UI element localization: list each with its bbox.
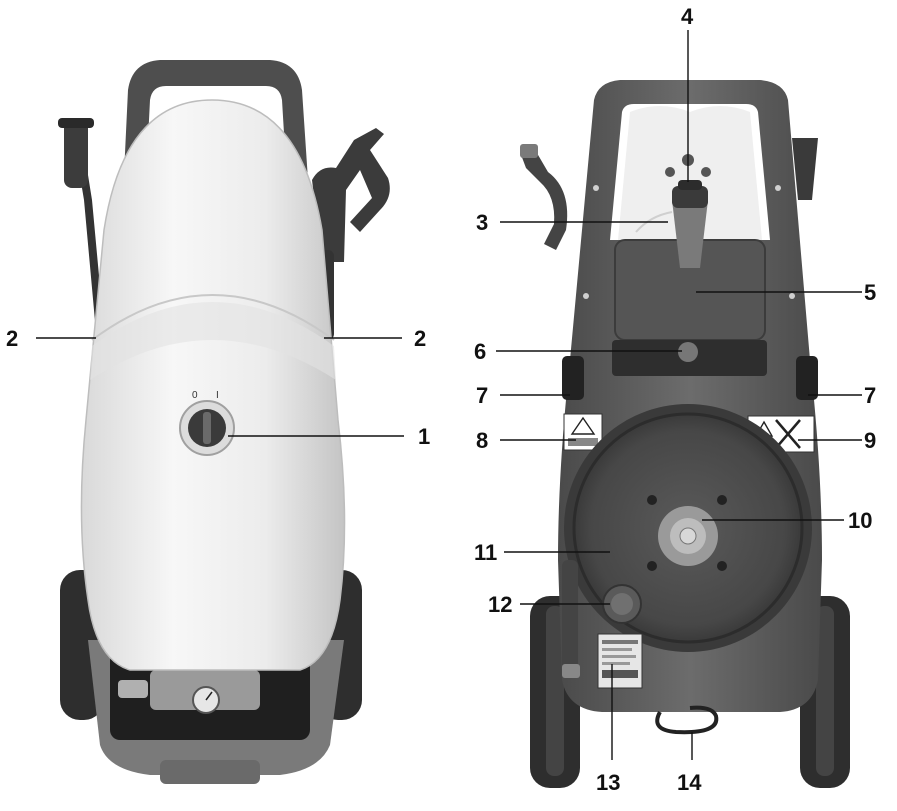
- back-view: [520, 80, 850, 788]
- spray-lance: [72, 125, 104, 332]
- spray-gun: [312, 128, 390, 262]
- callout-3: 3: [476, 210, 488, 235]
- callout-13: 13: [596, 770, 620, 795]
- detergent-valve-knob: [678, 342, 698, 362]
- reel-hole: [717, 495, 727, 505]
- tank-cap-top: [678, 180, 702, 190]
- callout-numbers: 1 2 2 3 4 5 6 7 7 8 9 10 11 12 13 14: [6, 4, 876, 795]
- callout-9: 9: [864, 428, 876, 453]
- cover-hole-b: [665, 167, 675, 177]
- callout-6: 6: [474, 339, 486, 364]
- rating-plate-text: [602, 640, 638, 644]
- back-right-wheel-tread: [816, 606, 834, 776]
- lance-grip: [64, 118, 88, 188]
- warning-pictogram: [568, 438, 598, 446]
- left-hand-grip: [562, 356, 584, 400]
- callout-7-right: 7: [864, 383, 876, 408]
- front-cover: [80, 99, 346, 671]
- back-spray-gun: [520, 148, 568, 250]
- prohibited-cross-icon: [775, 419, 801, 449]
- detergent-tube: [635, 211, 673, 233]
- reel-hole: [647, 561, 657, 571]
- callout-12: 12: [488, 592, 512, 617]
- reel-crank-cap: [611, 593, 633, 615]
- leader-lines: [36, 30, 862, 760]
- callout-1: 1: [418, 424, 430, 449]
- back-gun-nozzle: [520, 144, 538, 158]
- right-hand-grip: [796, 356, 818, 400]
- back-cover-through-handle: [618, 106, 762, 240]
- rating-plate-text: [602, 662, 630, 665]
- hose-coupling: [562, 664, 580, 678]
- callout-10: 10: [848, 508, 872, 533]
- screw: [789, 293, 795, 299]
- main-switch-grip: [203, 412, 211, 444]
- lance-tip: [58, 118, 94, 128]
- callout-4: 4: [681, 4, 694, 29]
- rating-plate-text: [602, 648, 632, 651]
- back-lance-holder: [792, 138, 818, 200]
- callout-2-right: 2: [414, 326, 426, 351]
- switch-mark-1: I: [216, 390, 219, 401]
- front-foot: [160, 760, 260, 784]
- screw: [583, 293, 589, 299]
- callout-5: 5: [864, 280, 876, 305]
- tank-filler-neck: [672, 200, 708, 268]
- callout-8: 8: [476, 428, 488, 453]
- water-inlet: [118, 680, 148, 698]
- supply-hose: [562, 560, 578, 670]
- back-left-wheel-tread: [546, 606, 564, 776]
- warning-triangle-icon: [570, 416, 596, 435]
- rating-plate-barcode: [602, 670, 638, 678]
- reel-hole: [647, 495, 657, 505]
- rating-plate-text: [602, 655, 636, 658]
- callout-7-left: 7: [476, 383, 488, 408]
- screw: [775, 185, 781, 191]
- screw: [593, 185, 599, 191]
- reel-hole: [717, 561, 727, 571]
- tank-cap: [672, 186, 708, 208]
- hose-reel-edge: [572, 412, 804, 644]
- reel-hub-connector: [679, 527, 697, 545]
- front-view: 0 I: [58, 60, 390, 784]
- power-cable: [655, 705, 719, 735]
- cover-ridge-shade: [90, 302, 336, 380]
- switch-mark-0: 0: [192, 390, 198, 401]
- cover-hole-c: [701, 167, 711, 177]
- callout-11: 11: [474, 540, 497, 565]
- gauge-needle: [205, 691, 213, 701]
- cover-ridge: [91, 294, 335, 341]
- callout-2-left: 2: [6, 326, 18, 351]
- callout-14: 14: [677, 770, 702, 795]
